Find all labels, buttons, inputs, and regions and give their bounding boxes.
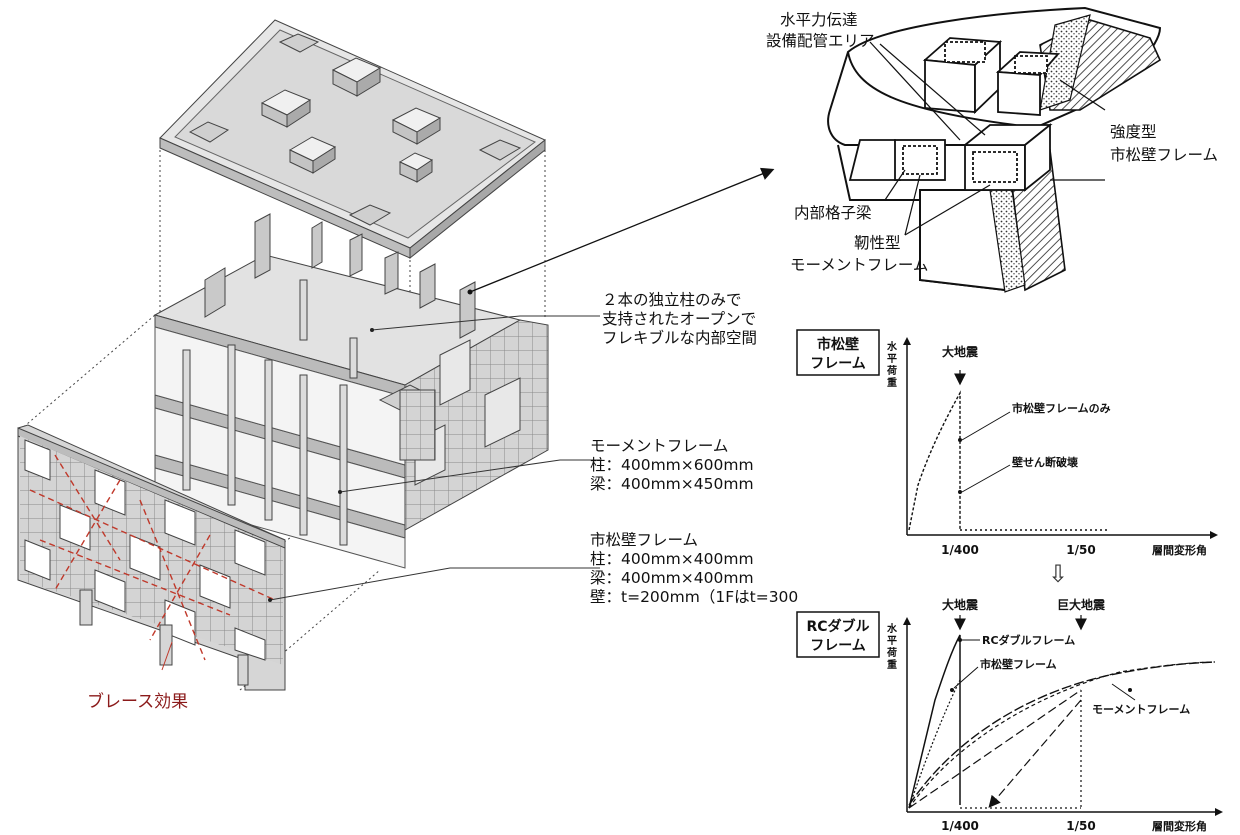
interior-callout-3: フレキブルな内部空間 — [602, 328, 757, 347]
horizontal-force-label: 水平力伝達 — [780, 11, 858, 29]
graph2-quake-2: 巨大地震 — [1057, 597, 1106, 612]
graph2-title-2: フレーム — [810, 638, 866, 654]
checker-frame-title: 市松壁フレーム — [590, 531, 698, 549]
graph1-ylabel-2: 平 — [887, 353, 897, 365]
graph1-title-1: 市松壁 — [817, 336, 859, 353]
joint-detail-sketch — [827, 6, 1162, 293]
checker-frame-wall: 壁：t=200mm（1Fはt=300 — [590, 588, 798, 606]
interior-callout-1: ２本の独立柱のみで — [602, 291, 742, 309]
detail-labels: 水平力伝達 設備配管エリア 強度型 市松壁フレーム 内部格子梁 靭性型 モーメン… — [766, 11, 1218, 274]
graph1-title-2: フレーム — [810, 356, 866, 372]
graph1-quake: 大地震 — [942, 344, 979, 359]
brace-effect-label: ブレース効果 — [87, 691, 188, 712]
moment-frame-col: 柱：400mm×600mm — [590, 456, 754, 474]
checker-frame-beam: 梁：400mm×400mm — [590, 569, 754, 587]
iso-labels: ２本の独立柱のみで 支持されたオープンで フレキブルな内部空間 モーメントフレー… — [87, 291, 798, 712]
checker-wall-frame-label: 市松壁フレーム — [1110, 146, 1218, 164]
graph-rc-double — [796, 611, 1223, 816]
graph1-ylabel-3: 荷 — [886, 364, 897, 377]
graph2-ylabel-3: 荷 — [886, 646, 897, 659]
graph2-curve-checker: 市松壁フレーム — [980, 657, 1057, 671]
inner-grid-beam-label: 内部格子梁 — [794, 204, 872, 222]
graph1-title-box — [796, 329, 880, 376]
graph1-curve-label-1: 市松壁フレームのみ — [1012, 401, 1111, 415]
down-arrow-icon: ⇩ — [1048, 560, 1068, 588]
graph2-title-1: RCダブル — [806, 618, 869, 635]
checker-frame-col: 柱：400mm×400mm — [590, 550, 754, 568]
graph2-curve-moment: モーメントフレーム — [1092, 703, 1190, 716]
graph2-ylabel-2: 平 — [887, 635, 897, 647]
graph1-ylabel-1: 水 — [886, 340, 898, 353]
graph1-labels: 市松壁 フレーム 水 平 荷 重 大地震 市松壁フレームのみ 壁せん断破壊 1/… — [810, 336, 1207, 557]
moment-frame-title: モーメントフレーム — [590, 437, 728, 455]
strength-type-label: 強度型 — [1110, 123, 1157, 141]
graph2-quake-1: 大地震 — [942, 597, 979, 612]
graph1-curve-label-2: 壁せん断破壊 — [1012, 455, 1079, 469]
graph1-ylabel-4: 重 — [887, 376, 897, 389]
roof-slab — [159, 19, 546, 260]
interior-callout-2: 支持されたオープンで — [602, 310, 756, 328]
graph2-xlabel: 層間変形角 — [1152, 819, 1207, 833]
graph1-xtick-2: 1/50 — [1066, 543, 1095, 557]
graph2-curve-rc: RCダブルフレーム — [982, 633, 1075, 647]
graph1-xlabel: 層間変形角 — [1152, 543, 1207, 557]
graph2-ylabel-1: 水 — [886, 622, 898, 635]
piping-area-label: 設備配管エリア — [766, 32, 875, 50]
moment-frame-beam: 梁：400mm×450mm — [590, 475, 754, 493]
moment-frame-block — [153, 213, 549, 569]
graph2-xtick-1: 1/400 — [941, 819, 979, 833]
graph2-xtick-2: 1/50 — [1066, 819, 1095, 833]
moment-frame-detail-label: モーメントフレーム — [790, 256, 928, 274]
checker-wall-frame — [17, 424, 286, 691]
graph2-labels: RCダブル フレーム 水 平 荷 重 大地震 巨大地震 RCダブルフレーム 市松… — [806, 597, 1207, 833]
ductile-type-label: 靭性型 — [854, 234, 901, 252]
graph1-xtick-1: 1/400 — [941, 543, 979, 557]
graph-checker-wall — [796, 329, 1218, 539]
graph2-ylabel-4: 重 — [887, 658, 897, 671]
graph2-title-box — [796, 611, 880, 658]
isometric-building — [17, 19, 775, 691]
